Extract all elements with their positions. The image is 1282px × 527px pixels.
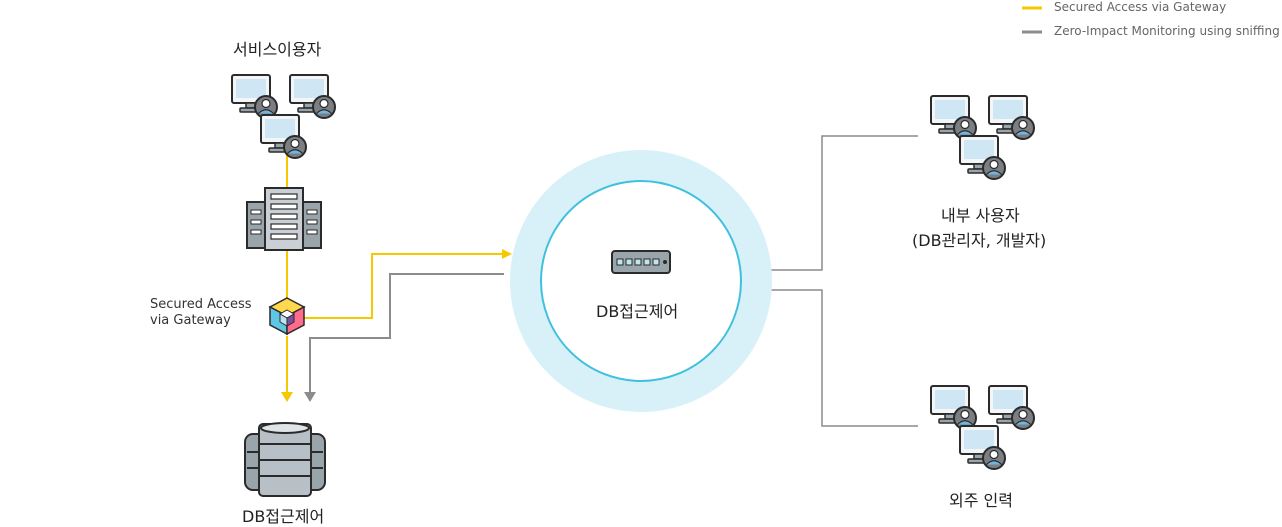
center-label: DB접근제어 [596, 302, 679, 321]
outsourced-label: 외주 인력 [949, 491, 1013, 510]
gateway-label: Secured Access via Gateway [150, 297, 252, 329]
gateway-arrow-right [502, 249, 512, 259]
internal-users-pc-icon [931, 96, 1034, 179]
internal-users-link [770, 135, 918, 271]
service-users-pc-icon [232, 75, 335, 158]
outsourced-pc-icon [931, 386, 1034, 469]
outsourced-link [770, 289, 918, 427]
legend-gateway-label: Secured Access via Gateway [1054, 0, 1227, 14]
service-users-label: 서비스이용자 [233, 40, 322, 59]
monitor-flow-line [309, 273, 504, 392]
connections [281, 135, 918, 427]
gateway-label-line2: via Gateway [150, 313, 231, 328]
gateway-flow-line-center [300, 253, 502, 319]
gateway-cube-icon [268, 297, 306, 336]
server-icon [246, 187, 322, 251]
appliance-icon [611, 250, 671, 274]
database-icon [244, 422, 326, 497]
internal-users-label-line2: (DB관리자, 개발자) [912, 231, 1047, 250]
database-label: DB접근제어 [242, 507, 325, 526]
gateway-arrow-down [281, 392, 293, 402]
monitor-arrow-down [304, 392, 316, 402]
legend [1022, 6, 1042, 34]
legend-monitor-label: Zero-Impact Monitoring using sniffing [1054, 24, 1280, 38]
gateway-label-line1: Secured Access [150, 297, 252, 312]
access-control-ring [510, 150, 772, 412]
internal-users-label-line1: 내부 사용자 [941, 206, 1020, 225]
